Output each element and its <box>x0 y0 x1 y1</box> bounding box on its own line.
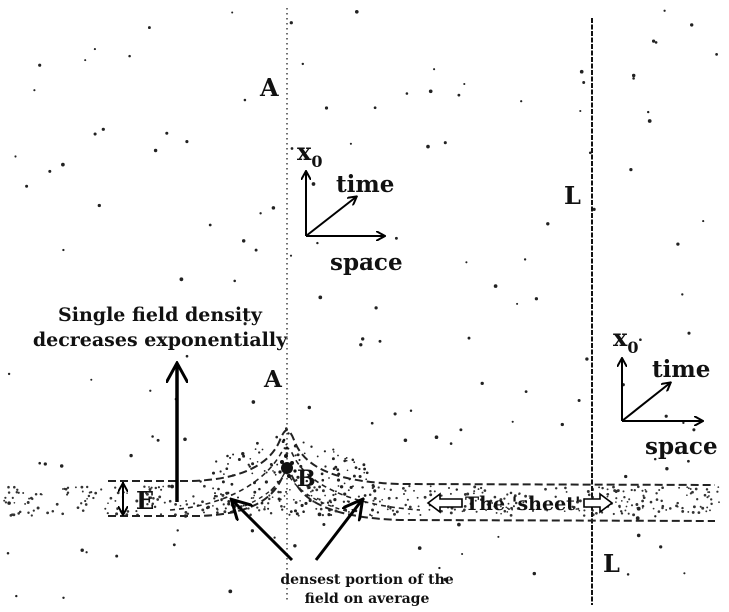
densest-label-line1: densest portion of the <box>280 572 453 588</box>
sheet-lower-boundary <box>108 468 716 522</box>
density-contour-core <box>229 468 351 513</box>
sheet-label: The 'sheet' <box>465 493 581 515</box>
time-axis-right <box>621 383 670 422</box>
axes-right: x0 time space <box>613 323 718 460</box>
sheet-label-group: The 'sheet' <box>426 492 614 515</box>
sheet-right-arrow <box>583 492 614 514</box>
densest-pointer-left <box>232 500 294 562</box>
space-label-right: space <box>645 433 718 460</box>
label-b: B <box>297 466 316 492</box>
label-e: E <box>136 486 154 515</box>
densest-pointer-right <box>314 500 362 561</box>
sheet-left-arrow <box>426 492 463 514</box>
label-a-top: A <box>259 73 279 102</box>
label-l-top: L <box>564 181 581 210</box>
x0-label-right: x0 <box>613 323 638 357</box>
label-l-bottom: L <box>603 549 620 578</box>
densest-spot-b <box>278 438 297 478</box>
time-label-right: time <box>652 356 710 383</box>
single-field-text-line1: Single field density <box>58 304 263 326</box>
time-axis-upper <box>305 197 356 237</box>
sheet-upper-boundary <box>108 428 716 486</box>
label-a-mid: A <box>263 366 283 393</box>
densest-label-line2: field on average <box>305 591 430 607</box>
x0-label-upper: x0 <box>297 137 322 171</box>
space-label-upper: space <box>330 249 403 276</box>
axes-upper: x0 time space <box>297 137 403 276</box>
time-label-upper: time <box>336 171 394 198</box>
single-field-text-line2: decreases exponentially <box>33 329 288 351</box>
